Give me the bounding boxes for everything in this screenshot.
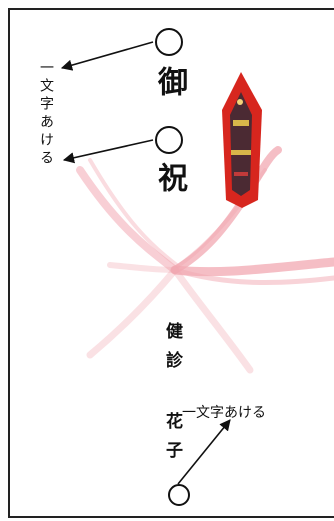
name-family: 健診 [162,322,182,380]
title-bottom-char: 祝 [152,162,187,196]
spacing-circle-bottom-icon [168,484,190,506]
name-given: 花子 [162,412,182,470]
spacing-circle-middle-icon [155,126,183,154]
title-top-char: 御 [152,66,187,100]
right-note: 一文字あける [182,405,266,421]
spacing-circle-top-icon [155,28,183,56]
left-note: 一文字あける [38,60,54,168]
